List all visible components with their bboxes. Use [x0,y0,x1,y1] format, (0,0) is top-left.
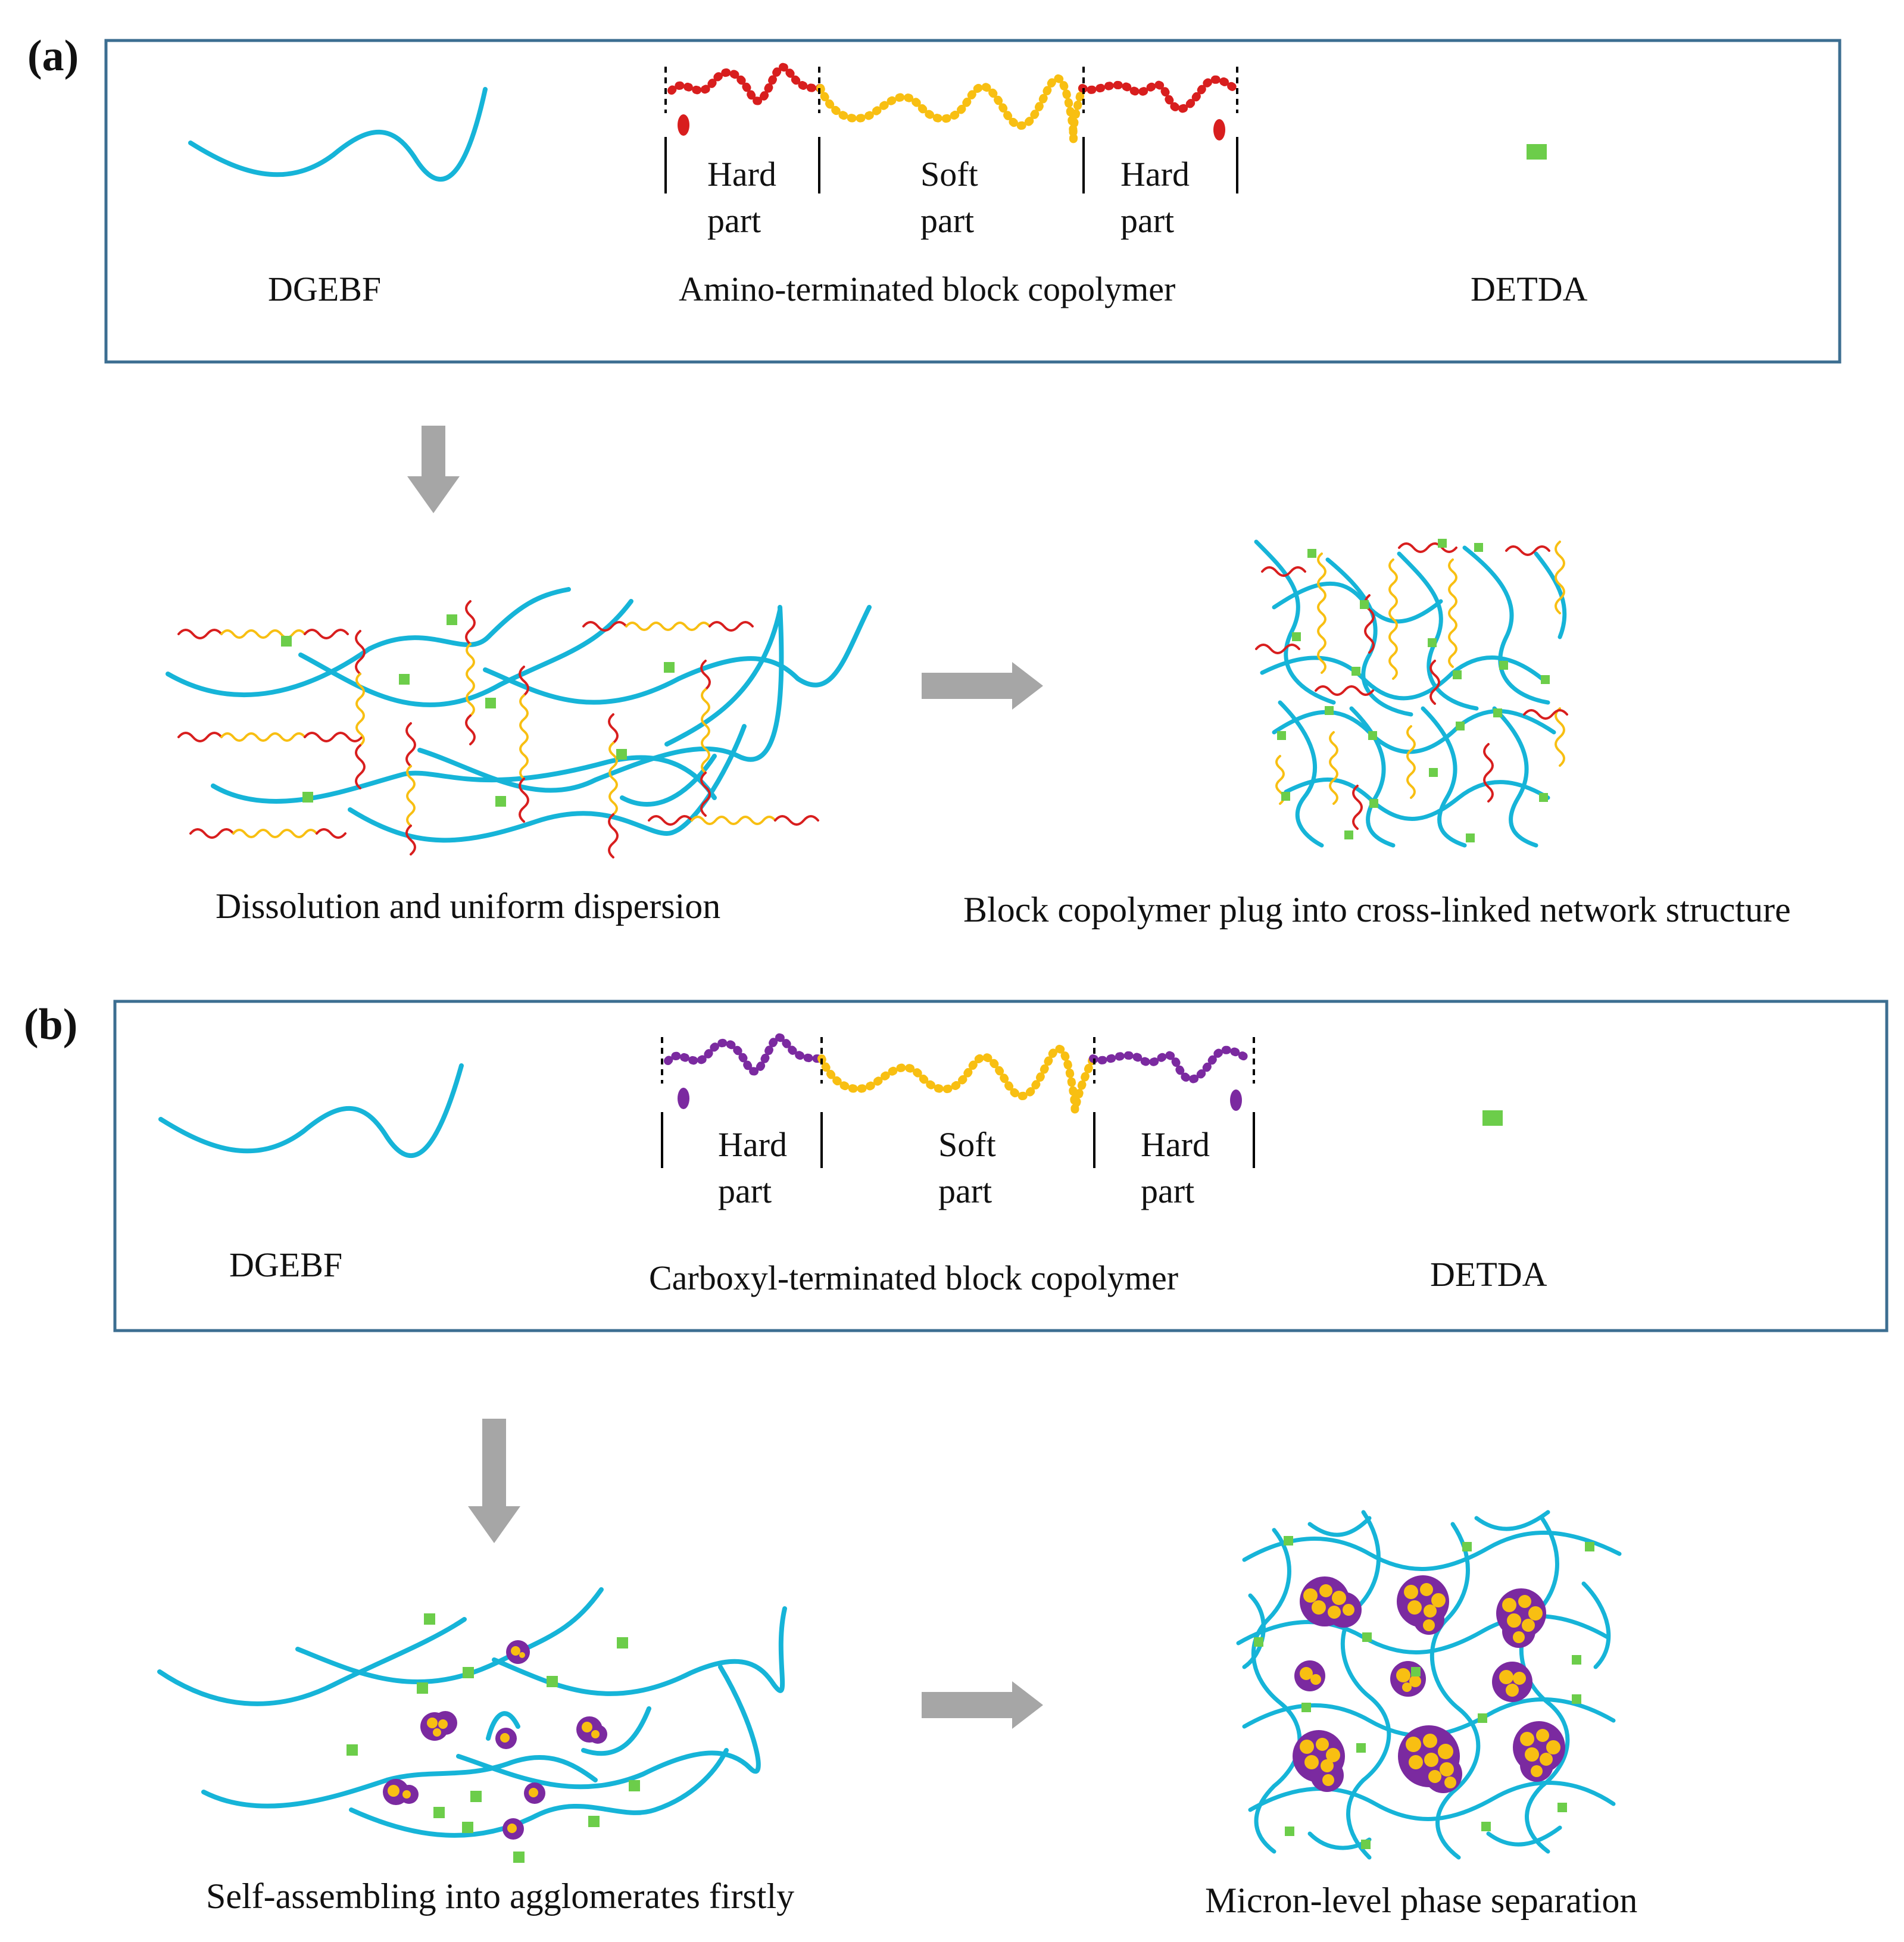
agglomerates-b [383,1640,607,1840]
detda-label-a: DETDA [1471,270,1588,308]
detda-square-a [1527,144,1547,160]
copolymer-label-a: Amino-terminated block copolymer [679,270,1175,308]
panel-a-legend-frame [104,39,1841,364]
panel-b-label: (b) [24,1000,77,1049]
caption-right-a: Block copolymer plug into cross-linked n… [963,890,1791,929]
hard-segment-right-b [1089,1045,1254,1084]
network-nodes-a [1277,539,1550,842]
detda-dots-b [347,1613,640,1863]
hard-segment-left-b [664,1033,826,1076]
network-nodes-b [1254,1536,1594,1849]
caption-right-b: Micron-level phase separation [1205,1881,1637,1920]
down-arrow-b [468,1419,520,1543]
caption-left-b: Self-assembling into agglomerates firstl… [206,1877,794,1916]
dispersion-diagram-a [166,587,872,858]
right-arrow-b [922,1681,1043,1729]
detda-label-b: DETDA [1430,1255,1547,1294]
hard-end-left-b [678,1088,689,1109]
down-arrow-a [407,426,460,513]
panel-b-legend-frame [113,1000,1889,1332]
hard-end-right-a [1213,119,1225,141]
network-diagram-a [1254,539,1568,848]
caption-left-a: Dissolution and uniform dispersion [216,886,720,926]
copolymer-label-b: Carboxyl-terminated block copolymer [649,1259,1178,1297]
detda-square-b [1482,1110,1503,1126]
agglomerates-diagram-b [157,1587,787,1863]
soft-segment-a [816,74,1087,144]
network-chains-a [1254,539,1567,848]
hard-segment-right-a [1078,75,1240,113]
soft-segment-b [817,1044,1097,1114]
epoxy-chains-a [166,587,872,843]
epoxy-chains-b [157,1587,787,1838]
network-chains-b [1236,1510,1622,1860]
hard-end-right-b [1230,1089,1242,1111]
dgebf-label-b: DGEBF [229,1245,342,1284]
hard-segment-left-a [667,63,825,105]
right-arrow-a [922,662,1043,710]
dgebf-chain-b [158,1063,464,1158]
hard-end-left-a [678,114,689,136]
dgebf-label-a: DGEBF [268,270,381,308]
segment-dividers-a [664,67,1238,193]
segment-dividers-b [661,1037,1255,1168]
detda-dots-a [281,614,675,807]
phase-separation-diagram-b [1236,1510,1622,1860]
panel-a-label: (a) [27,32,79,80]
copolymer-strands-a [177,600,819,858]
network-copolymer-a [1255,541,1568,830]
dgebf-chain-a [188,87,488,182]
phase-domains-b [1293,1575,1565,1793]
